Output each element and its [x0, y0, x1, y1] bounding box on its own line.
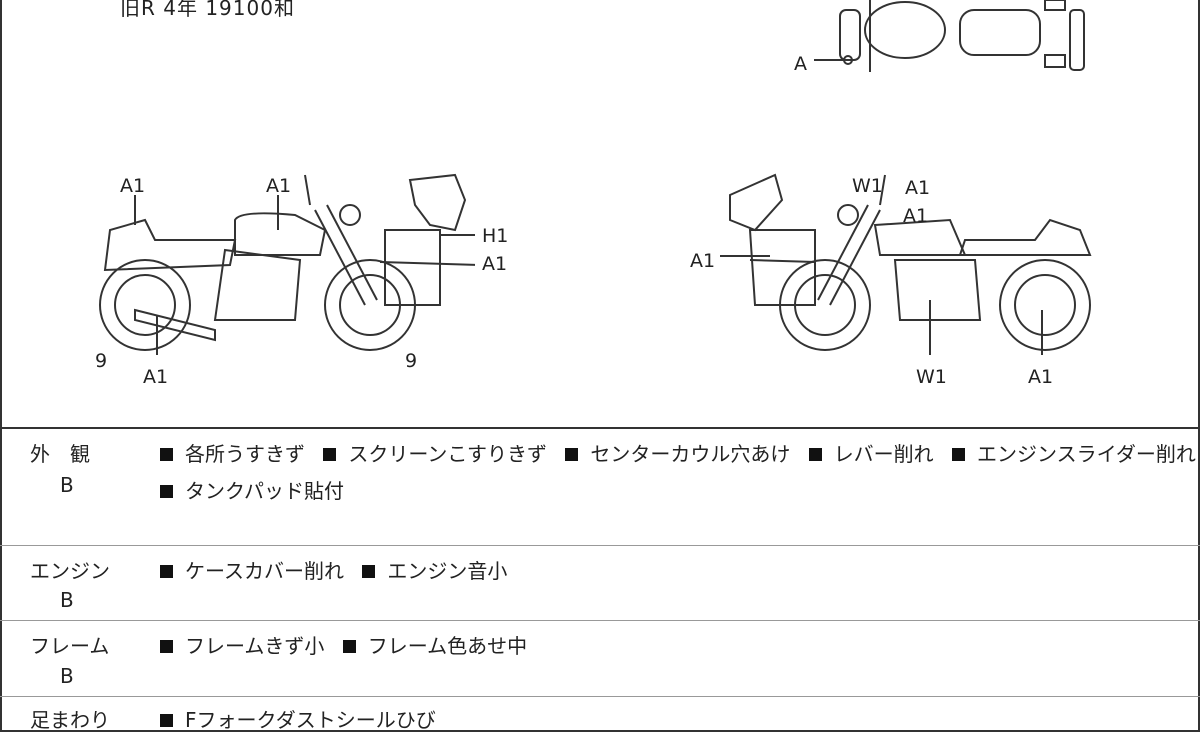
category-frame: フレーム — [30, 634, 110, 658]
diagram-label: A1 — [482, 253, 508, 275]
diagram-label: A — [794, 53, 807, 75]
motorcycle-top-view-diagram — [814, 0, 1085, 72]
motorcycle-right-side-diagram — [720, 173, 1092, 355]
list-item: フレーム色あせ中 — [367, 634, 528, 658]
list-item: タンクパッド貼付 — [185, 479, 344, 503]
diagram-label: 9 — [405, 350, 418, 372]
grade-exterior: B — [60, 473, 74, 497]
list-item: エンジンスライダー削れ — [977, 442, 1196, 466]
category-exterior: 外 観 — [30, 442, 90, 466]
row-divider — [0, 620, 1200, 621]
list-item: 各所うすきず — [185, 442, 305, 466]
frame-items: フレームきず小 フレーム色あせ中 — [160, 630, 539, 659]
exterior-items-line2: タンクパッド貼付 — [160, 475, 356, 504]
diagram-label: A1 — [1028, 366, 1054, 388]
diagram-label: A1 — [903, 205, 929, 227]
row-divider — [0, 696, 1200, 697]
header-text: 旧R 4年 19100和 — [120, 0, 295, 20]
suspension-items: Fフォークダストシールひび — [160, 704, 448, 733]
grade-engine: B — [60, 588, 74, 612]
list-item: センターカウル穴あけ — [590, 442, 791, 466]
engine-items: ケースカバー削れ エンジン音小 — [160, 555, 519, 584]
diagram-label: W1 — [916, 366, 947, 388]
diagram-label: A1 — [905, 177, 931, 199]
diagram-label: A1 — [120, 175, 146, 197]
list-item: Fフォークダストシールひび — [185, 708, 436, 732]
section-divider — [0, 427, 1200, 429]
grade-frame: B — [60, 664, 74, 688]
category-engine: エンジン — [30, 559, 110, 583]
list-item: フレームきず小 — [185, 634, 325, 658]
list-item: スクリーンこすりきず — [348, 442, 547, 466]
diagram-label: W1 — [852, 175, 883, 197]
motorcycle-left-side-diagram — [99, 173, 475, 355]
diagram-label: A1 — [690, 250, 716, 272]
row-divider — [0, 545, 1200, 546]
category-suspension: 足まわり — [30, 708, 110, 732]
diagram-label: A1 — [143, 366, 169, 388]
exterior-items-line1: 各所うすきず スクリーンこすりきず センターカウル穴あけ レバー削れ エンジンス… — [160, 438, 1200, 467]
list-item: ケースカバー削れ — [185, 559, 344, 583]
diagram-label: A1 — [266, 175, 292, 197]
diagram-label: H1 — [482, 225, 509, 247]
list-item: レバー削れ — [833, 442, 934, 466]
list-item: エンジン音小 — [387, 559, 508, 583]
diagram-label: 9 — [95, 350, 108, 372]
